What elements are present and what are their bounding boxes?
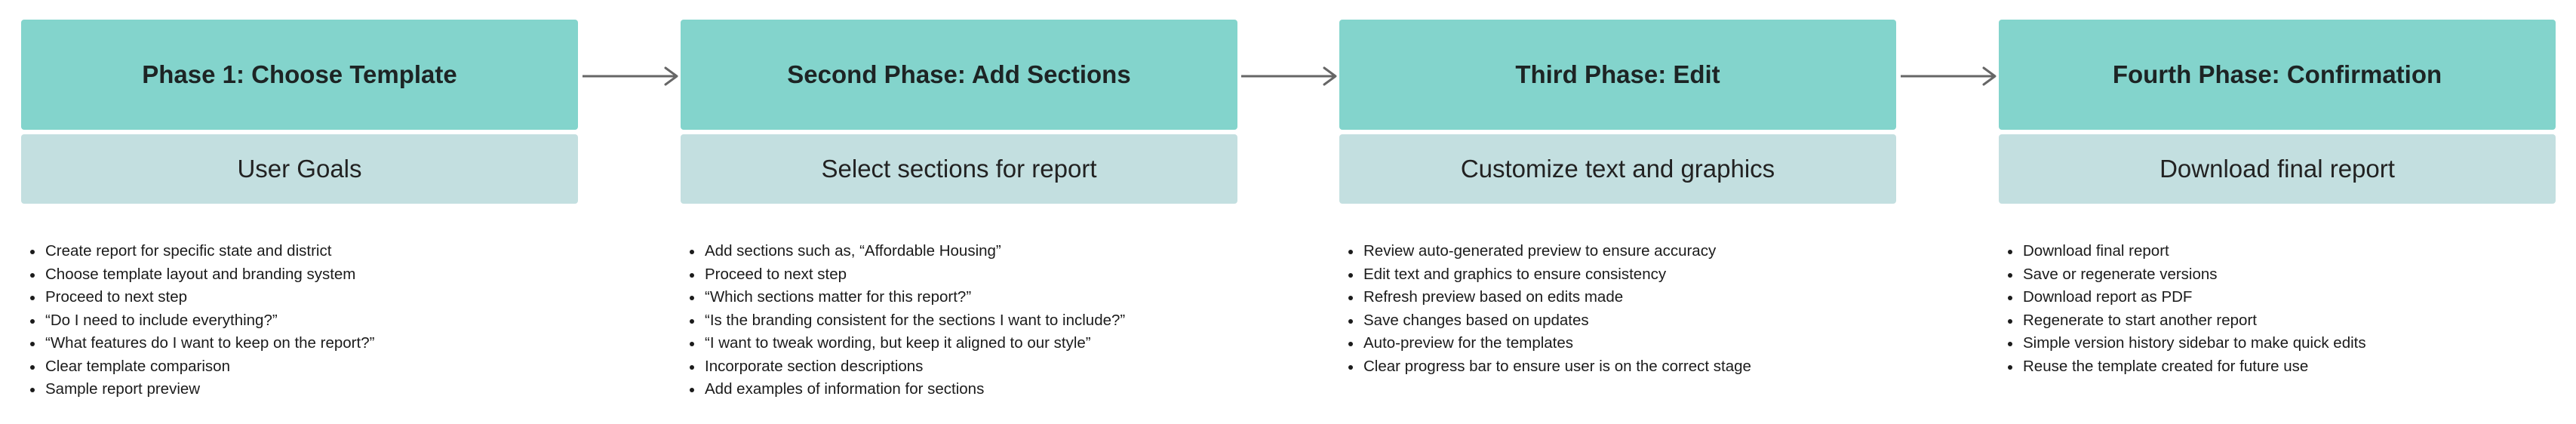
phase-3-list: Review auto-generated preview to ensure … bbox=[1339, 240, 1896, 378]
arrow-right-icon bbox=[583, 66, 678, 86]
phase-2-column: Second Phase: Add Sections Select sectio… bbox=[681, 20, 1237, 401]
list-item: Create report for specific state and dis… bbox=[21, 240, 578, 263]
arrow-right-icon bbox=[1901, 66, 1997, 86]
list-item: Review auto-generated preview to ensure … bbox=[1339, 240, 1896, 263]
list-item: Download final report bbox=[1999, 240, 2556, 263]
phase-4-title: Fourth Phase: Confirmation bbox=[1999, 20, 2556, 130]
phase-3-goal: Customize text and graphics bbox=[1339, 134, 1896, 204]
list-item: “Is the branding consistent for the sect… bbox=[681, 309, 1237, 333]
list-item: “What features do I want to keep on the … bbox=[21, 332, 578, 355]
list-item: Download report as PDF bbox=[1999, 286, 2556, 309]
list-item: Incorporate section descriptions bbox=[681, 355, 1237, 379]
list-item: Reuse the template created for future us… bbox=[1999, 355, 2556, 379]
list-item: “I want to tweak wording, but keep it al… bbox=[681, 332, 1237, 355]
list-item: Simple version history sidebar to make q… bbox=[1999, 332, 2556, 355]
list-item: “Do I need to include everything?” bbox=[21, 309, 578, 333]
list-item: Clear template comparison bbox=[21, 355, 578, 379]
list-item: Choose template layout and branding syst… bbox=[21, 263, 578, 287]
list-item: Sample report preview bbox=[21, 378, 578, 401]
phase-4-list: Download final report Save or regenerate… bbox=[1999, 240, 2556, 378]
phase-3-title: Third Phase: Edit bbox=[1339, 20, 1896, 130]
list-item: Save changes based on updates bbox=[1339, 309, 1896, 333]
phase-2-list: Add sections such as, “Affordable Housin… bbox=[681, 240, 1237, 401]
list-item: Add examples of information for sections bbox=[681, 378, 1237, 401]
phase-2-title: Second Phase: Add Sections bbox=[681, 20, 1237, 130]
phase-3-column: Third Phase: Edit Customize text and gra… bbox=[1339, 20, 1896, 378]
list-item: Proceed to next step bbox=[681, 263, 1237, 287]
phase-4-column: Fourth Phase: Confirmation Download fina… bbox=[1999, 20, 2556, 378]
list-item: Save or regenerate versions bbox=[1999, 263, 2556, 287]
phase-1-title: Phase 1: Choose Template bbox=[21, 20, 578, 130]
list-item: Proceed to next step bbox=[21, 286, 578, 309]
phase-2-goal: Select sections for report bbox=[681, 134, 1237, 204]
phase-1-column: Phase 1: Choose Template User Goals Crea… bbox=[21, 20, 578, 401]
phase-4-goal: Download final report bbox=[1999, 134, 2556, 204]
list-item: Auto-preview for the templates bbox=[1339, 332, 1896, 355]
list-item: Refresh preview based on edits made bbox=[1339, 286, 1896, 309]
list-item: Add sections such as, “Affordable Housin… bbox=[681, 240, 1237, 263]
list-item: “Which sections matter for this report?” bbox=[681, 286, 1237, 309]
list-item: Clear progress bar to ensure user is on … bbox=[1339, 355, 1896, 379]
arrow-right-icon bbox=[1241, 66, 1337, 86]
list-item: Regenerate to start another report bbox=[1999, 309, 2556, 333]
phase-1-list: Create report for specific state and dis… bbox=[21, 240, 578, 401]
phase-1-goal: User Goals bbox=[21, 134, 578, 204]
list-item: Edit text and graphics to ensure consist… bbox=[1339, 263, 1896, 287]
